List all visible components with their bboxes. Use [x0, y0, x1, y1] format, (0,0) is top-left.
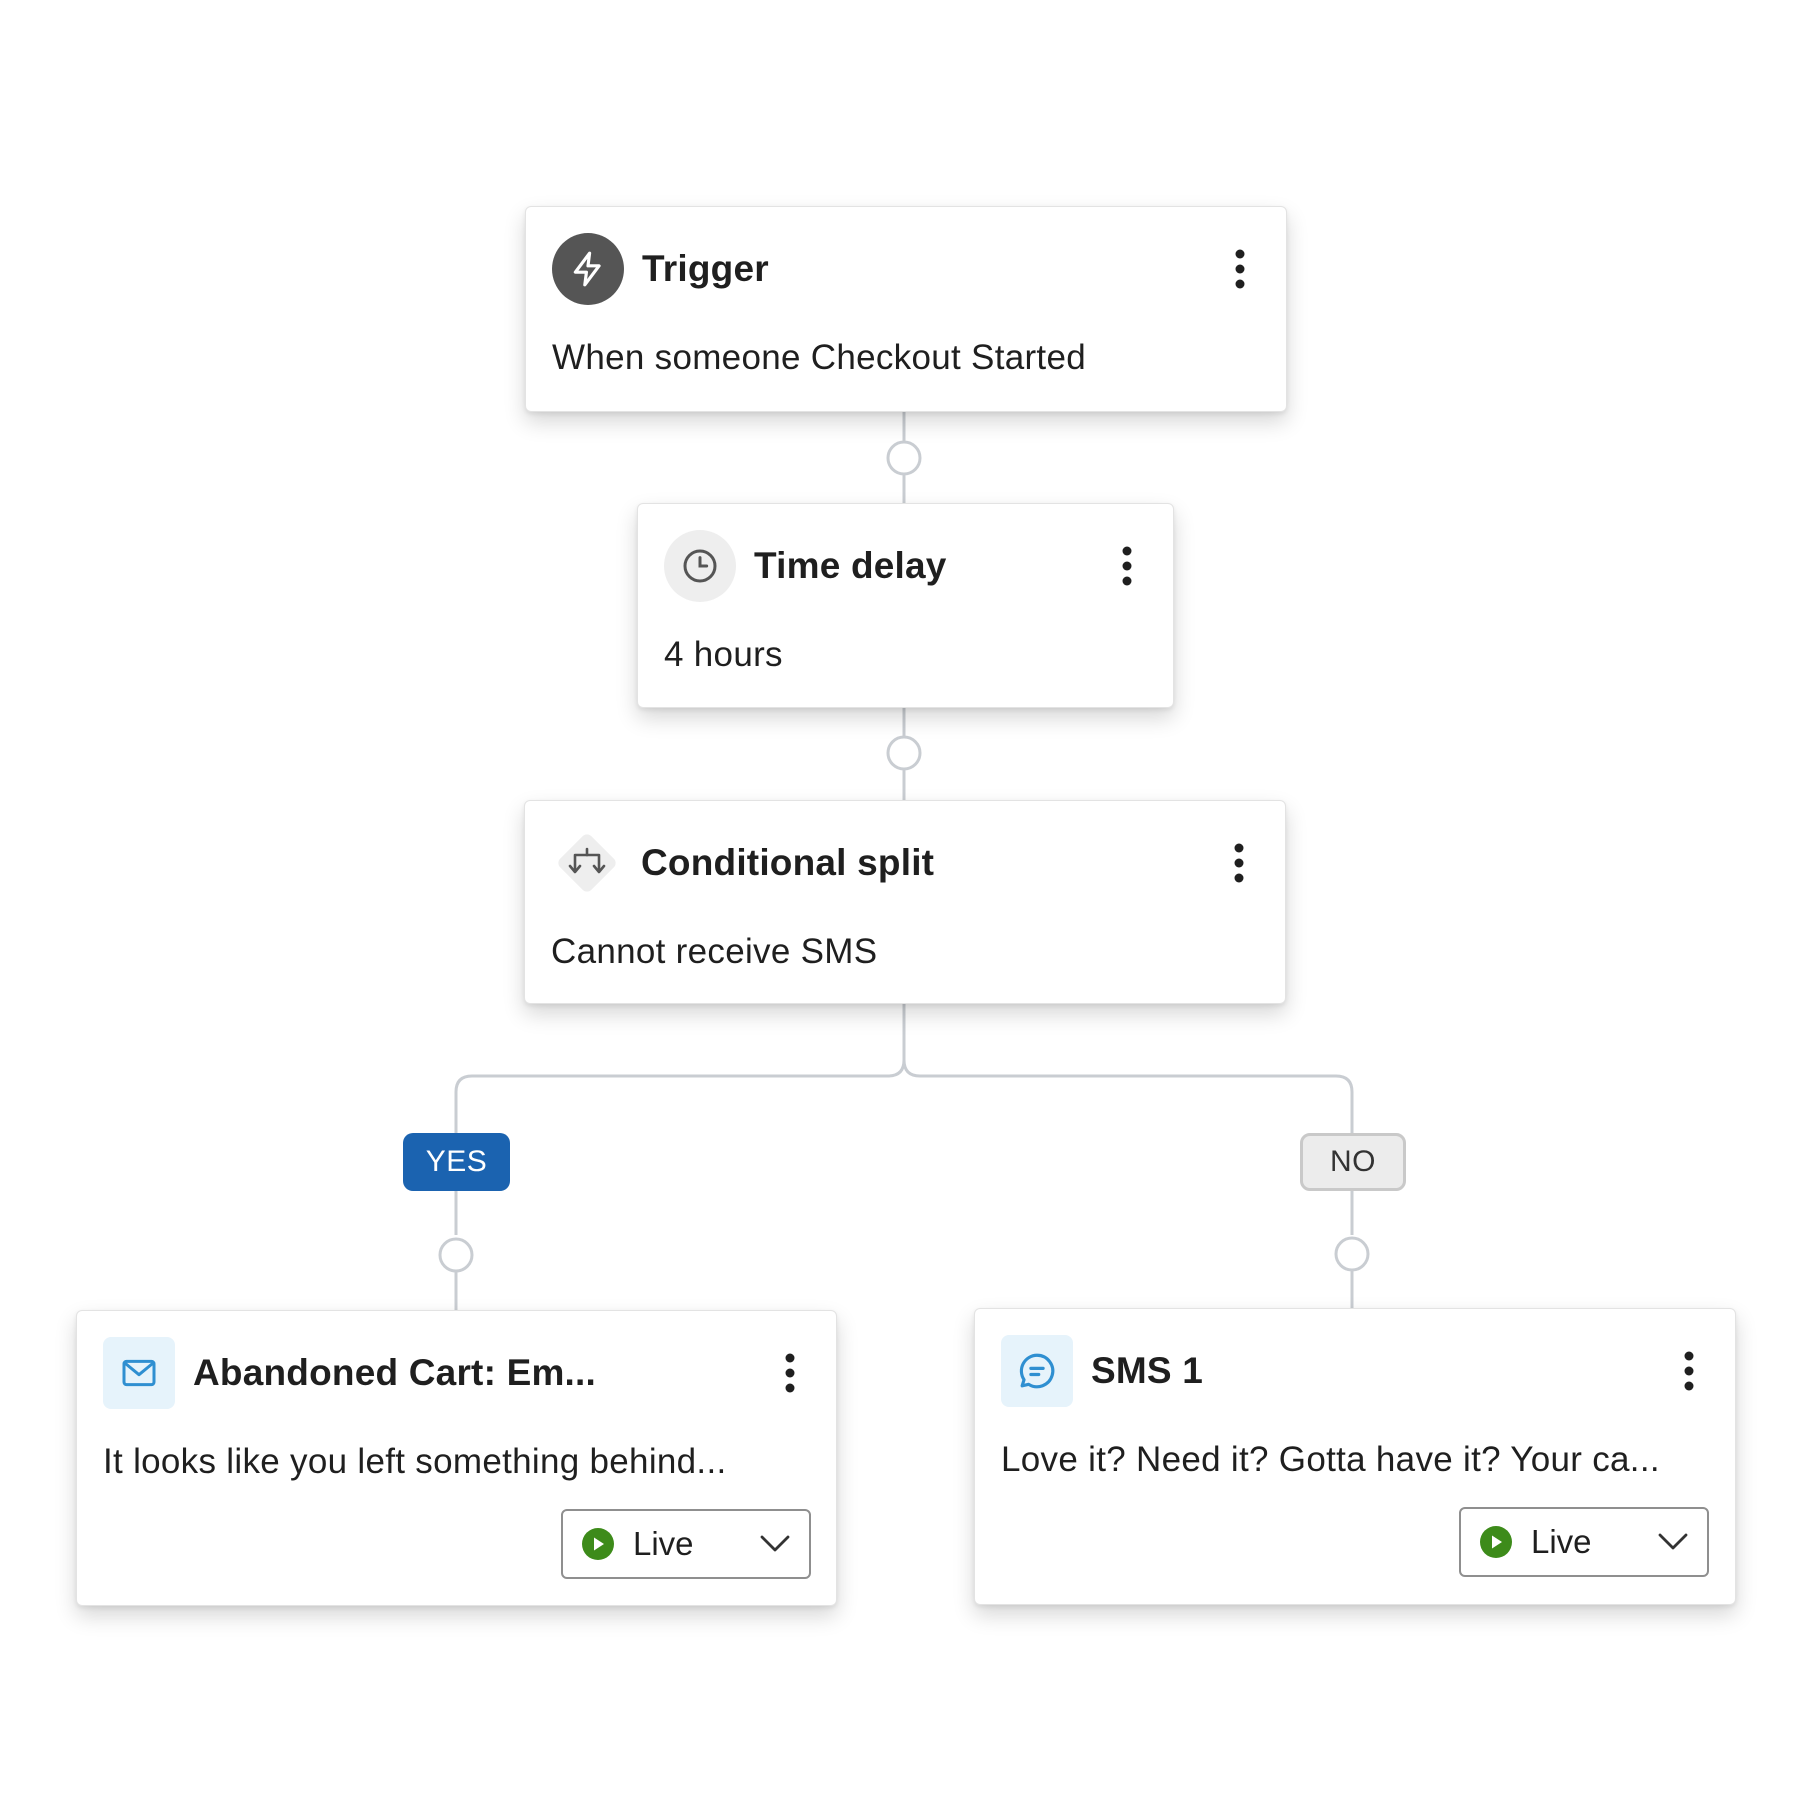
chat-bubble-icon	[1001, 1335, 1073, 1407]
trigger-more-options-icon[interactable]	[1220, 239, 1260, 299]
sms-more-options-icon[interactable]	[1669, 1341, 1709, 1401]
email-more-options-icon[interactable]	[770, 1343, 810, 1403]
time-delay-card[interactable]: Time delay 4 hours	[637, 503, 1174, 708]
no-branch-badge: NO	[1300, 1133, 1406, 1191]
trigger-card-header: Trigger	[552, 233, 1260, 305]
clock-icon	[664, 530, 736, 602]
chevron-down-icon	[1658, 1533, 1688, 1550]
email-title: Abandoned Cart: Em...	[193, 1352, 596, 1393]
envelope-icon	[103, 1337, 175, 1409]
conditional-split-card[interactable]: Conditional split Cannot receive SMS	[524, 800, 1286, 1004]
sms-title: SMS 1	[1091, 1350, 1204, 1391]
trigger-title: Trigger	[642, 248, 769, 289]
time-delay-more-options-icon[interactable]	[1107, 536, 1147, 596]
trigger-description: When someone Checkout Started	[552, 338, 1086, 377]
add-step-connector-1[interactable]	[886, 440, 922, 476]
email-status-dropdown[interactable]: Live	[561, 1509, 811, 1579]
split-arrows-icon	[551, 827, 623, 899]
time-delay-description: 4 hours	[664, 635, 783, 674]
sms-preview-text: Love it? Need it? Gotta have it? Your ca…	[1001, 1440, 1660, 1479]
live-status-icon	[582, 1528, 614, 1560]
sms-status-value: Live	[1531, 1523, 1592, 1560]
time-delay-card-header: Time delay	[664, 530, 1147, 602]
sms-card[interactable]: SMS 1 Love it? Need it? Gotta have it? Y…	[974, 1308, 1736, 1605]
conditional-split-more-options-icon[interactable]	[1219, 833, 1259, 893]
add-step-connector-2[interactable]	[886, 735, 922, 771]
time-delay-title: Time delay	[754, 545, 947, 586]
add-step-connector-yes[interactable]	[438, 1237, 474, 1273]
email-card[interactable]: Abandoned Cart: Em... It looks like you …	[76, 1310, 837, 1606]
email-preview-text: It looks like you left something behind.…	[103, 1442, 727, 1481]
chevron-down-icon	[760, 1535, 790, 1552]
email-card-header: Abandoned Cart: Em...	[103, 1337, 810, 1409]
conditional-split-card-header: Conditional split	[551, 827, 1259, 899]
conditional-split-title: Conditional split	[641, 842, 935, 883]
add-step-connector-no[interactable]	[1334, 1236, 1370, 1272]
sms-status-dropdown[interactable]: Live	[1459, 1507, 1709, 1577]
email-status-value: Live	[633, 1525, 694, 1562]
trigger-card[interactable]: Trigger When someone Checkout Started	[525, 206, 1287, 412]
conditional-split-description: Cannot receive SMS	[551, 932, 878, 971]
sms-card-header: SMS 1	[1001, 1335, 1709, 1407]
lightning-bolt-icon	[552, 233, 624, 305]
live-status-icon	[1480, 1526, 1512, 1558]
yes-branch-badge: YES	[403, 1133, 510, 1191]
